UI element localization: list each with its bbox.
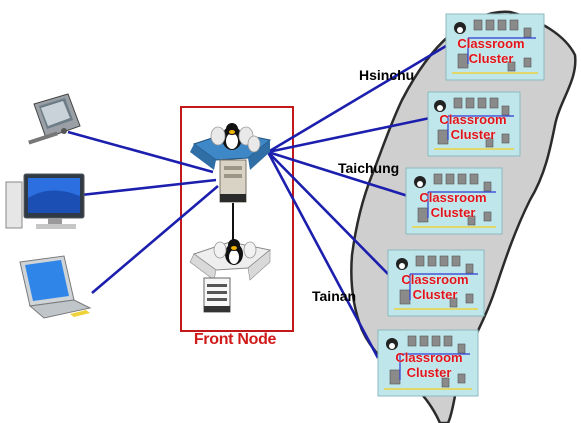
head-server-icon (190, 123, 272, 203)
cluster-panel-5 (377, 329, 479, 397)
cluster-link-4 (267, 151, 391, 277)
city-label-tainan: Tainan (312, 288, 357, 304)
cluster-panel-2 (427, 91, 521, 157)
cluster-panel-3 (405, 167, 503, 235)
cluster-link-5 (266, 151, 380, 359)
cluster-link-2 (267, 116, 431, 154)
compute-server-icon (189, 239, 272, 313)
client-link-pda (67, 130, 214, 174)
laptop-icon (19, 255, 92, 319)
cluster-link-3 (267, 150, 409, 198)
desktop-computer-icon (5, 173, 85, 229)
city-label-taichung: Taichung (338, 160, 400, 176)
cluster-panel-1 (445, 13, 545, 81)
client-links (67, 130, 219, 294)
pda-icon (28, 93, 81, 145)
client-link-laptop (91, 185, 219, 294)
city-label-hsinchu: Hsinchu (359, 67, 415, 83)
cluster-panel-4 (387, 249, 485, 317)
front-node-title: Front Node (193, 331, 277, 348)
cluster-links (266, 44, 447, 359)
client-link-desktop (71, 178, 217, 198)
cluster-link-1 (267, 44, 447, 154)
